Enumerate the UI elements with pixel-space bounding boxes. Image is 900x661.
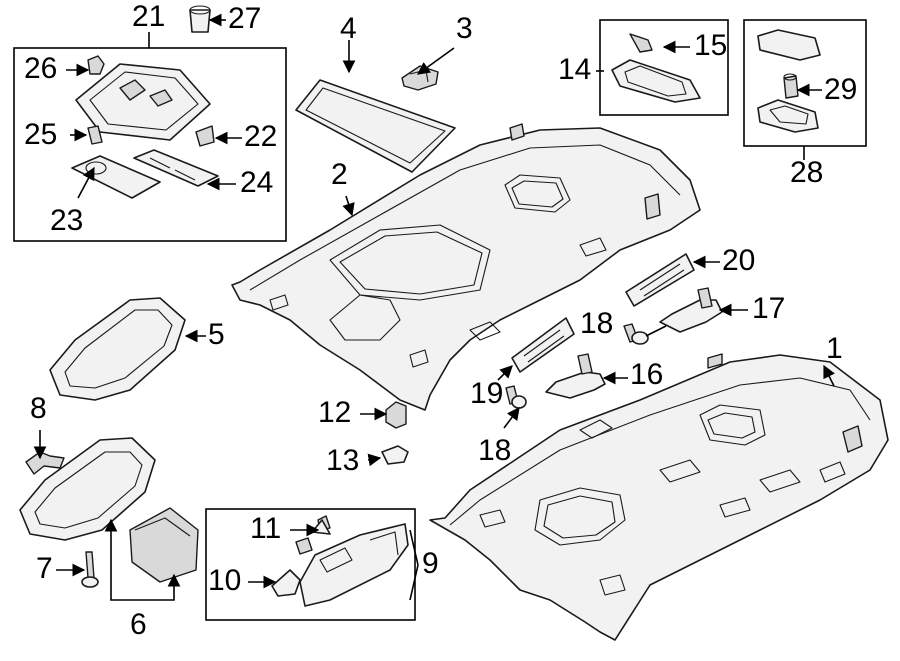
grab-handle-part-17 bbox=[659, 287, 723, 333]
leader-lines bbox=[33, 13, 835, 601]
callout-12: 12 bbox=[318, 396, 351, 429]
callout-1: 1 bbox=[826, 332, 843, 365]
callout-14: 14 bbox=[558, 53, 591, 86]
sunroof-seal-part-4 bbox=[295, 79, 456, 173]
callout-20: 20 bbox=[722, 244, 755, 277]
cover-part-20 bbox=[625, 253, 695, 307]
callout-28: 28 bbox=[790, 156, 823, 189]
callout-17: 17 bbox=[752, 292, 785, 325]
callout-21: 21 bbox=[132, 0, 165, 33]
callout-5: 5 bbox=[208, 318, 225, 351]
clip-part-12 bbox=[385, 401, 407, 429]
callout-26: 26 bbox=[24, 52, 57, 85]
callout-18-upper: 18 bbox=[580, 307, 613, 340]
callout-25: 25 bbox=[24, 118, 57, 151]
callout-3: 3 bbox=[456, 12, 473, 45]
callout-9: 9 bbox=[422, 547, 439, 580]
courtesy-lamp-assembly-28 bbox=[757, 29, 821, 133]
callout-4: 4 bbox=[340, 12, 357, 45]
callout-10: 10 bbox=[208, 564, 241, 597]
socket-part-27 bbox=[189, 5, 211, 33]
clip-part-13 bbox=[381, 445, 409, 465]
grab-handle-part-16 bbox=[545, 353, 606, 399]
callout-8: 8 bbox=[30, 392, 47, 425]
callout-23: 23 bbox=[50, 204, 83, 237]
headliner-part-2 bbox=[231, 123, 701, 411]
screw-part-18-upper bbox=[623, 323, 649, 345]
clip-part-3 bbox=[401, 65, 439, 91]
group-box-14 bbox=[599, 19, 729, 116]
group-box-28 bbox=[743, 19, 867, 147]
headliner-part-1 bbox=[429, 353, 889, 641]
callout-27: 27 bbox=[228, 2, 261, 35]
screw-part-7 bbox=[81, 551, 99, 588]
screw-part-18-lower bbox=[505, 385, 527, 409]
callout-18-lower: 18 bbox=[478, 434, 511, 467]
group-box-21 bbox=[13, 47, 287, 242]
callout-11: 11 bbox=[250, 512, 281, 545]
cover-part-19 bbox=[511, 317, 575, 373]
callout-22: 22 bbox=[244, 120, 277, 153]
dome-lamp-assembly-21 bbox=[71, 55, 219, 199]
callout-2: 2 bbox=[331, 158, 348, 191]
pad-part-5 bbox=[49, 297, 186, 401]
callout-24: 24 bbox=[240, 166, 273, 199]
callout-19: 19 bbox=[470, 377, 503, 410]
group-box-9 bbox=[205, 508, 416, 621]
callout-15: 15 bbox=[694, 29, 727, 62]
callout-7: 7 bbox=[36, 552, 53, 585]
callout-13: 13 bbox=[326, 444, 359, 477]
callout-6: 6 bbox=[130, 608, 147, 641]
map-lamp-assembly-14 bbox=[611, 33, 701, 103]
callout-16: 16 bbox=[630, 358, 663, 391]
callout-29: 29 bbox=[824, 73, 857, 106]
